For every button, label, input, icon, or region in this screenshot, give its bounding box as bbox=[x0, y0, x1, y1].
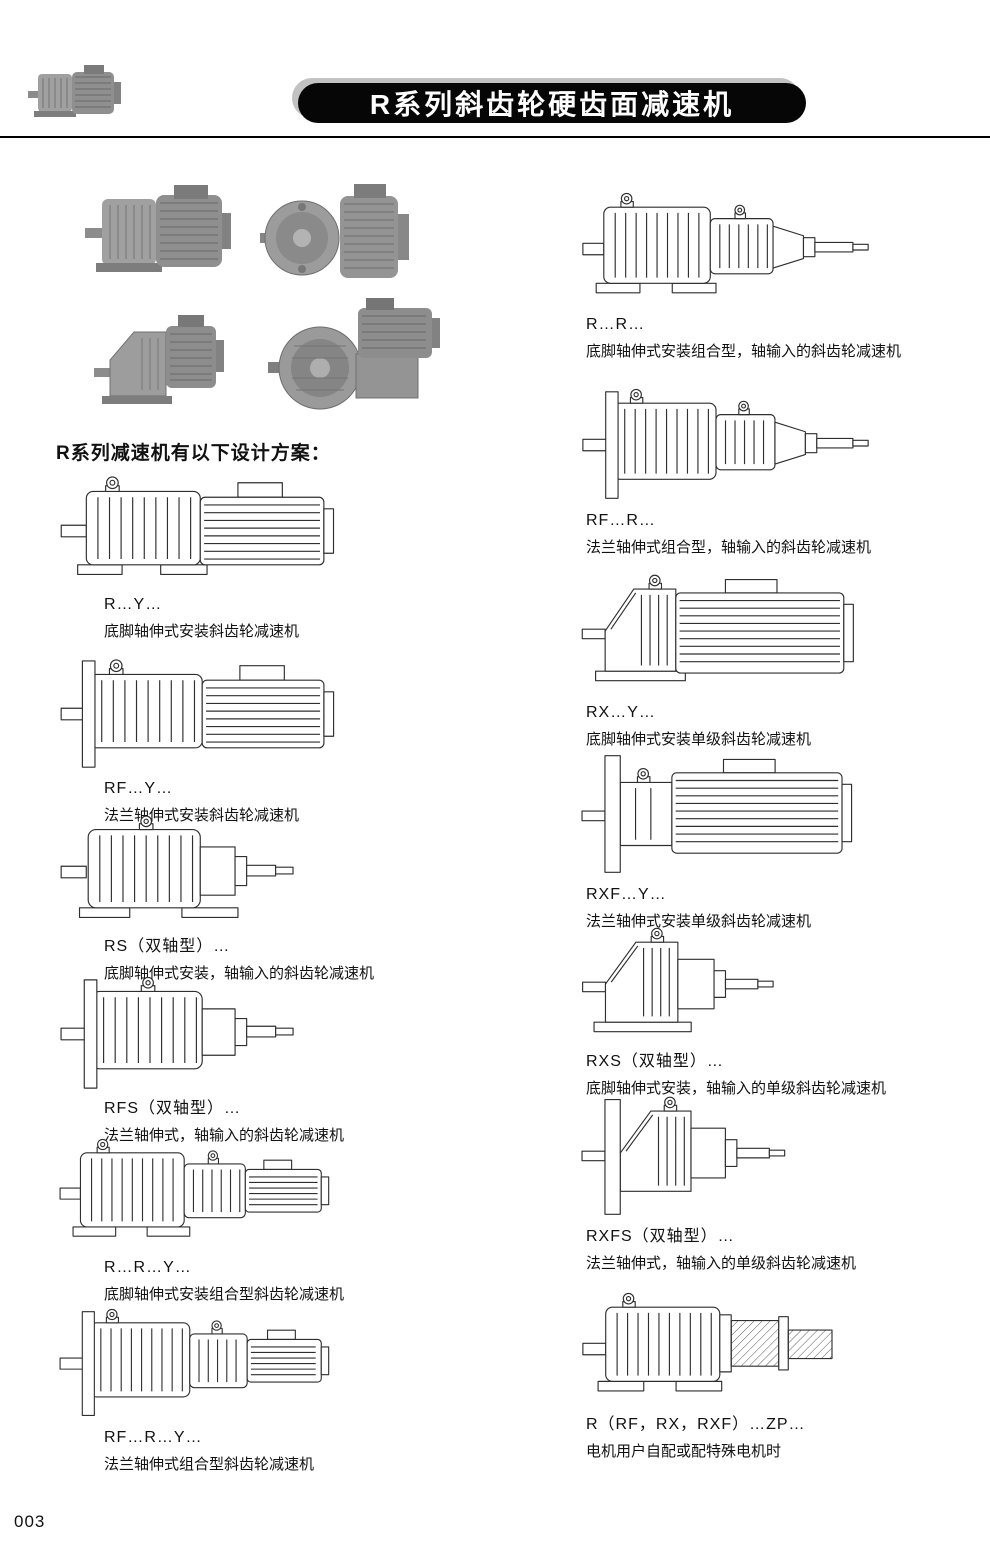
drawing-rfs bbox=[58, 976, 358, 1092]
model-desc: 法兰轴伸式组合型，轴输入的斜齿轮减速机 bbox=[586, 539, 872, 557]
model-code: R（RF，RX，RXF）…ZP… bbox=[586, 1416, 806, 1433]
left-item-rfs: RFS（双轴型）… 法兰轴伸式，轴输入的斜齿轮减速机 bbox=[58, 976, 358, 1148]
right-item-rxs: RXS（双轴型）… 底脚轴伸式安装，轴输入的单级斜齿轮减速机 bbox=[580, 925, 910, 1101]
model-desc: 底脚轴伸式安装单级斜齿轮减速机 bbox=[586, 731, 812, 749]
page-number: 003 bbox=[14, 1512, 46, 1531]
photo-combined-gearmotor bbox=[262, 296, 442, 416]
left-item-rf-y: RF…Y… 法兰轴伸式安装斜齿轮减速机 bbox=[58, 658, 358, 828]
model-desc: 底脚轴伸式安装，轴输入的单级斜齿轮减速机 bbox=[586, 1080, 887, 1098]
model-desc: 底脚轴伸式安装，轴输入的斜齿轮减速机 bbox=[104, 965, 375, 983]
right-item-rxf-y: RXF…Y… 法兰轴伸式安装单级斜齿轮减速机 bbox=[580, 748, 910, 934]
drawing-rf-r bbox=[580, 388, 910, 504]
model-desc: 电机用户自配或配特殊电机时 bbox=[586, 1443, 782, 1461]
right-item-rx-y: RX…Y… 底脚轴伸式安装单级斜齿轮减速机 bbox=[580, 570, 910, 752]
model-code: R…R… bbox=[586, 316, 646, 333]
model-code: RF…R… bbox=[586, 512, 656, 529]
model-desc: 法兰轴伸式安装单级斜齿轮减速机 bbox=[586, 913, 812, 931]
drawing-r-y bbox=[58, 476, 358, 588]
left-item-r-r-y: R…R…Y… 底脚轴伸式安装组合型斜齿轮减速机 bbox=[58, 1138, 378, 1307]
left-item-rf-r-y: RF…R…Y… 法兰轴伸式组合型斜齿轮减速机 bbox=[58, 1308, 378, 1477]
model-code: RF…R…Y… bbox=[104, 1429, 203, 1446]
model-code: RFS（双轴型）… bbox=[104, 1100, 242, 1117]
drawing-rx-y bbox=[580, 570, 910, 696]
photo-flange-mounted-gearmotor bbox=[258, 180, 423, 292]
drawing-r-r bbox=[580, 192, 910, 308]
intro-text: R系列减速机有以下设计方案： bbox=[56, 443, 331, 464]
model-code: RS（双轴型）… bbox=[104, 938, 231, 955]
right-item-rxfs: RXFS（双轴型）… 法兰轴伸式，轴输入的单级斜齿轮减速机 bbox=[580, 1090, 910, 1276]
drawing-rxs bbox=[580, 925, 910, 1045]
left-item-r-y: R…Y… 底脚轴伸式安装斜齿轮减速机 bbox=[58, 476, 358, 644]
model-desc: 底脚轴伸式安装斜齿轮减速机 bbox=[104, 623, 300, 641]
model-desc: 法兰轴伸式，轴输入的斜齿轮减速机 bbox=[104, 1127, 345, 1145]
header-rule bbox=[0, 136, 990, 138]
drawing-rs bbox=[58, 816, 374, 930]
left-item-rs: RS（双轴型）… 底脚轴伸式安装，轴输入的斜齿轮减速机 bbox=[58, 816, 374, 986]
photo-compact-gearmotor bbox=[92, 310, 232, 414]
right-item-rf-r: RF…R… 法兰轴伸式组合型，轴输入的斜齿轮减速机 bbox=[580, 388, 910, 560]
model-desc: 法兰轴伸式组合型斜齿轮减速机 bbox=[104, 1456, 315, 1474]
drawing-rf-r-y bbox=[58, 1308, 378, 1421]
model-code: RXF…Y… bbox=[586, 886, 667, 903]
page-title: R系列斜齿轮硬齿面减速机 bbox=[369, 89, 735, 120]
drawing-zp-adapter bbox=[580, 1292, 910, 1408]
model-code: R…R…Y… bbox=[104, 1259, 192, 1276]
drawing-rf-y bbox=[58, 658, 358, 772]
header-gearmotor-photo bbox=[26, 64, 126, 122]
model-code: RF…Y… bbox=[104, 780, 173, 797]
model-code: RXS（双轴型）… bbox=[586, 1053, 724, 1070]
photo-foot-mounted-gearmotor bbox=[82, 183, 237, 283]
model-code: RXFS（双轴型）… bbox=[586, 1228, 735, 1245]
model-desc: 法兰轴伸式，轴输入的单级斜齿轮减速机 bbox=[586, 1255, 857, 1273]
drawing-rxf-y bbox=[580, 748, 910, 878]
drawing-rxfs bbox=[580, 1090, 910, 1220]
right-item-zp: R（RF，RX，RXF）…ZP… 电机用户自配或配特殊电机时 bbox=[580, 1292, 910, 1464]
model-code: RX…Y… bbox=[586, 704, 656, 721]
drawing-r-r-y bbox=[58, 1138, 378, 1251]
model-code: R…Y… bbox=[104, 596, 163, 613]
model-desc: 法兰轴伸式安装斜齿轮减速机 bbox=[104, 807, 300, 825]
model-desc: 底脚轴伸式安装组合型斜齿轮减速机 bbox=[104, 1286, 345, 1304]
right-item-r-r: R…R… 底脚轴伸式安装组合型，轴输入的斜齿轮减速机 bbox=[580, 192, 910, 364]
title-banner: R系列斜齿轮硬齿面减速机 bbox=[298, 83, 806, 123]
model-desc: 底脚轴伸式安装组合型，轴输入的斜齿轮减速机 bbox=[586, 343, 902, 361]
